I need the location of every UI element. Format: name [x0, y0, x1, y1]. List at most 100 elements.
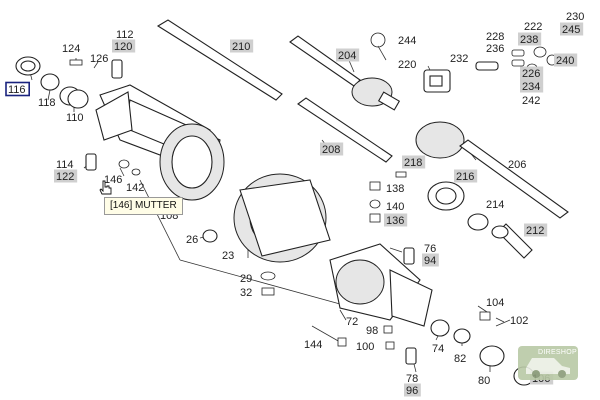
- part-label-96[interactable]: 96: [404, 383, 421, 398]
- part-number[interactable]: 78: [406, 373, 418, 385]
- part-number[interactable]: 222: [524, 21, 542, 33]
- part-104-bolt[interactable]: [479, 311, 491, 321]
- part-number[interactable]: 234: [522, 81, 540, 93]
- part-label-116[interactable]: 116: [5, 81, 31, 97]
- part-number[interactable]: 96: [406, 385, 418, 397]
- part-number[interactable]: 210: [232, 41, 250, 53]
- part-number[interactable]: 228: [486, 31, 504, 43]
- part-number[interactable]: 110: [66, 112, 84, 124]
- part-number[interactable]: 23: [222, 250, 234, 262]
- part-116-seal-ring[interactable]: [15, 56, 41, 76]
- part-label-98[interactable]: 98: [366, 325, 378, 337]
- part-118-ring[interactable]: [40, 73, 60, 91]
- part-102-bolt[interactable]: [495, 319, 511, 327]
- part-label-210[interactable]: 210: [230, 39, 254, 54]
- part-label-234[interactable]: 234: [520, 79, 544, 94]
- part-label-222[interactable]: 222: [524, 21, 542, 33]
- part-number[interactable]: 76: [424, 243, 436, 255]
- part-228-pin[interactable]: [511, 49, 525, 67]
- part-number[interactable]: 136: [386, 215, 404, 227]
- part-label-76[interactable]: 76: [424, 243, 436, 255]
- part-label-216[interactable]: 216: [454, 169, 478, 184]
- part-number[interactable]: 232: [450, 53, 468, 65]
- part-label-146[interactable]: 146: [104, 174, 122, 186]
- part-number[interactable]: 102: [510, 315, 528, 327]
- part-144-bolt[interactable]: [311, 325, 347, 347]
- part-212-spline-shaft[interactable]: [491, 223, 533, 259]
- part-number[interactable]: 216: [456, 171, 474, 183]
- part-112-sleeve[interactable]: [111, 59, 123, 79]
- part-label-208[interactable]: 208: [320, 142, 344, 157]
- part-label-112[interactable]: 112: [116, 29, 134, 41]
- part-label-206[interactable]: 206: [508, 159, 526, 171]
- part-number[interactable]: 112: [116, 29, 134, 41]
- part-label-104[interactable]: 104: [486, 297, 504, 309]
- part-138-140-136-plugs[interactable]: [369, 181, 381, 223]
- part-number[interactable]: 114: [56, 159, 74, 171]
- part-number[interactable]: 226: [522, 68, 540, 80]
- part-number[interactable]: 82: [454, 353, 466, 365]
- part-label-126[interactable]: 126: [90, 53, 108, 65]
- part-206-drive-shaft[interactable]: [415, 121, 569, 219]
- part-number[interactable]: 118: [38, 97, 56, 109]
- part-number[interactable]: 206: [508, 159, 526, 171]
- part-number[interactable]: 104: [486, 297, 504, 309]
- part-label-240[interactable]: 240: [554, 53, 578, 68]
- part-label-226[interactable]: 226: [520, 66, 544, 81]
- part-142-nut[interactable]: [131, 168, 141, 176]
- part-label-80[interactable]: 80: [478, 375, 490, 387]
- part-108-differential-housing[interactable]: [233, 173, 331, 263]
- part-label-74[interactable]: 74: [432, 343, 444, 355]
- part-number[interactable]: 100: [356, 341, 374, 353]
- part-number[interactable]: 245: [562, 24, 580, 36]
- part-label-138[interactable]: 138: [386, 183, 404, 195]
- part-232-pin[interactable]: [475, 61, 499, 71]
- part-number[interactable]: 242: [522, 95, 540, 107]
- part-label-94[interactable]: 94: [422, 253, 439, 268]
- part-number[interactable]: 240: [556, 55, 574, 67]
- part-label-114[interactable]: 114: [56, 159, 74, 171]
- part-number[interactable]: 74: [432, 343, 444, 355]
- axle-housing[interactable]: [95, 84, 225, 201]
- part-74-ring[interactable]: [430, 319, 450, 337]
- part-number[interactable]: 32: [240, 287, 252, 299]
- part-label-122[interactable]: 122: [54, 169, 78, 184]
- part-number[interactable]: 126: [90, 53, 108, 65]
- part-number[interactable]: 142: [126, 182, 144, 194]
- part-label-230[interactable]: 230: [566, 11, 584, 23]
- part-label-102[interactable]: 102: [510, 315, 528, 327]
- part-label-140[interactable]: 140: [386, 201, 404, 213]
- part-number[interactable]: 120: [114, 41, 132, 53]
- part-76-sleeve[interactable]: [403, 247, 415, 265]
- part-label-78[interactable]: 78: [406, 373, 418, 385]
- part-number[interactable]: 116: [8, 84, 26, 96]
- part-26-bushing[interactable]: [202, 229, 218, 243]
- part-label-245[interactable]: 245: [560, 22, 584, 37]
- part-98-100-nuts[interactable]: [383, 325, 395, 350]
- part-label-144[interactable]: 144: [304, 339, 322, 351]
- part-29-32-nut[interactable]: [260, 271, 276, 296]
- part-number[interactable]: 214: [486, 199, 504, 211]
- part-124-bolt[interactable]: [69, 59, 83, 66]
- part-number[interactable]: 98: [366, 325, 378, 337]
- part-216-joint[interactable]: [427, 181, 465, 211]
- part-label-120[interactable]: 120: [112, 39, 136, 54]
- part-number[interactable]: 236: [486, 43, 504, 55]
- part-number[interactable]: 122: [56, 171, 74, 183]
- part-220-yoke[interactable]: [423, 69, 451, 93]
- part-number[interactable]: 94: [424, 255, 436, 267]
- part-label-244[interactable]: 244: [398, 35, 416, 47]
- part-label-204[interactable]: 204: [336, 48, 360, 63]
- part-label-26[interactable]: 26: [186, 234, 198, 246]
- part-218-bolt[interactable]: [395, 171, 407, 178]
- part-label-218[interactable]: 218: [402, 155, 426, 170]
- part-number[interactable]: 230: [566, 11, 584, 23]
- part-label-110[interactable]: 110: [66, 112, 84, 124]
- part-number[interactable]: 72: [346, 316, 358, 328]
- part-number[interactable]: 218: [404, 157, 422, 169]
- part-label-212[interactable]: 212: [524, 223, 548, 238]
- part-number[interactable]: 140: [386, 201, 404, 213]
- part-208-axle-shaft[interactable]: [297, 97, 393, 163]
- part-80-bearing[interactable]: [479, 345, 505, 367]
- part-label-32[interactable]: 32: [240, 287, 252, 299]
